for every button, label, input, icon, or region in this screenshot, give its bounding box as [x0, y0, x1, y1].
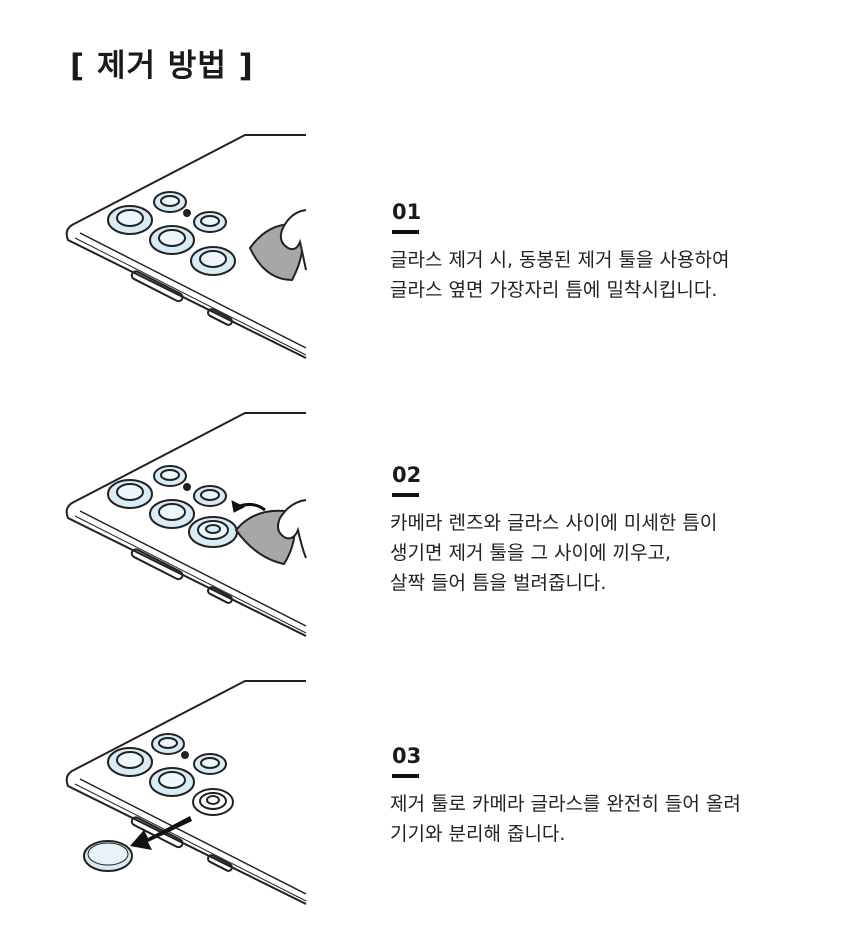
camera-lenses: [107, 191, 236, 276]
step-03-illustration: [65, 680, 307, 905]
step-01-illustration: [65, 134, 307, 359]
step-number: 02: [392, 463, 422, 487]
step-number: 01: [392, 200, 422, 224]
phone-body-edge: [65, 134, 307, 359]
step-underline: [392, 774, 419, 778]
step-03: 03 제거 툴로 카메라 글라스를 완전히 들어 올려 기기와 분리해 줍니다.: [0, 676, 860, 936]
lift-arrow-icon: [231, 500, 266, 513]
description-line: 카메라 렌즈와 글라스 사이에 미세한 틈이: [390, 512, 718, 534]
description-line: 글라스 옆면 가장자리 틈에 밀착시킵니다.: [390, 279, 718, 301]
side-button: [207, 854, 233, 872]
removal-arrow-icon: [130, 816, 192, 850]
description-line: 글라스 제거 시, 동봉된 제거 툴을 사용하여: [390, 249, 730, 271]
side-button: [207, 308, 233, 326]
step-number: 03: [392, 744, 422, 768]
step-02: 02 카메라 렌즈와 글라스 사이에 미세한 틈이 생기면 제거 툴을 그 사이…: [0, 408, 860, 668]
bare-lens: [192, 788, 234, 816]
step-description: 제거 툴로 카메라 글라스를 완전히 들어 올려 기기와 분리해 줍니다.: [390, 789, 830, 849]
step-underline: [392, 230, 419, 234]
step-description: 카메라 렌즈와 글라스 사이에 미세한 틈이 생기면 제거 툴을 그 사이에 끼…: [390, 508, 830, 598]
step-02-illustration: [65, 412, 307, 637]
removed-camera-glass: [83, 840, 133, 872]
step-description: 글라스 제거 시, 동봉된 제거 툴을 사용하여 글라스 옆면 가장자리 틈에 …: [390, 245, 830, 305]
page-title: [ 제거 방법 ]: [70, 48, 254, 84]
side-button: [130, 548, 184, 581]
hand: [277, 499, 307, 559]
description-line: 기기와 분리해 줍니다.: [390, 823, 566, 845]
description-line: 생기면 제거 툴을 그 사이에 끼우고,: [390, 542, 671, 564]
hand: [279, 209, 307, 271]
side-button: [207, 586, 233, 604]
phone-body-edge: [65, 412, 307, 637]
description-line: 살짝 들어 틈을 벌려줍니다.: [390, 572, 607, 594]
camera-lenses: [107, 733, 227, 797]
side-button: [130, 270, 184, 303]
camera-lenses: [107, 465, 238, 548]
step-01: 01 글라스 제거 시, 동봉된 제거 툴을 사용하여 글라스 옆면 가장자리 …: [0, 130, 860, 390]
step-underline: [392, 493, 419, 497]
phone-body-edge: [65, 680, 307, 905]
description-line: 제거 툴로 카메라 글라스를 완전히 들어 올려: [390, 793, 741, 815]
